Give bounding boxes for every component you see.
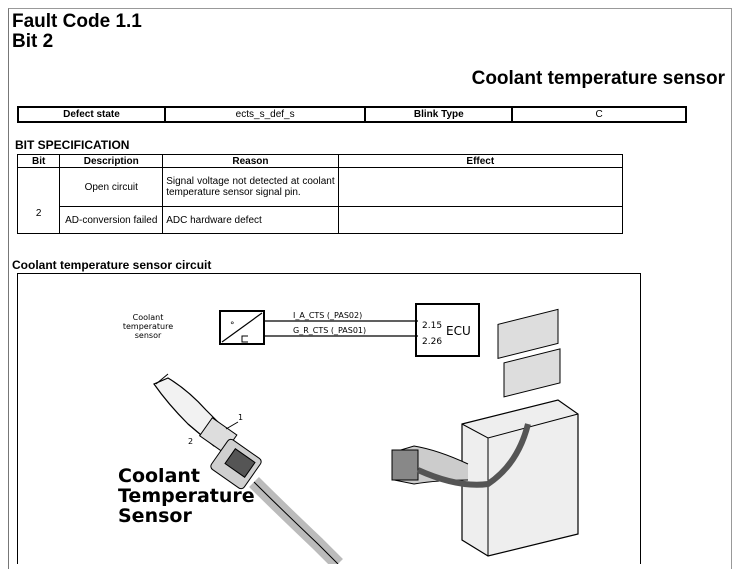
sensor-connector-drawing-icon [153,373,343,564]
wire-1-label: I_A_CTS (_PAS02) [293,311,362,320]
title-line-2: Bit 2 [12,31,54,52]
row-reason: Signal voltage not detected at coolant t… [162,167,339,207]
row-description: Open circuit [59,167,164,207]
circuit-figure: Coolant temperature sensor ° I_A_CTS (_P… [17,273,641,564]
title-line-1: Fault Code 1.1 [12,11,142,32]
row-effect [337,206,624,234]
col-bit: Bit [16,154,61,168]
sensor-label-3: sensor [135,331,162,340]
row-description: AD-conversion failed [59,206,164,234]
circuit-heading: Coolant temperature sensor circuit [12,258,212,272]
sensor-label-2: temperature [123,322,173,331]
svg-text:°: ° [230,321,235,331]
blink-type-label: Blink Type [364,106,514,123]
fault-code-title: Fault Code 1.1 Bit 2 [12,12,142,52]
bit-spec-heading: BIT SPECIFICATION [15,138,130,152]
callout-2: 2 [188,437,193,446]
sensor-label-1: Coolant [133,313,164,322]
table-row: 2 Open circuit Signal voltage not detect… [16,167,624,234]
wire-2-label: G_R_CTS (_PAS01) [293,326,366,335]
sensor-big-label-2: Temperature [118,485,255,507]
sensor-symbol-icon: ° [219,310,265,345]
row-reason: ADC hardware defect [162,206,339,234]
ecu-pin-2: 2.26 [422,337,442,347]
ecu-box [415,303,480,357]
col-effect: Effect [337,154,624,168]
table-row: AD-conversion failed ADC hardware defect [18,206,624,234]
ecu-drawing-icon [391,308,579,557]
row-effect [337,167,624,207]
sensor-big-label-1: Coolant [118,465,200,487]
circuit-diagram: Coolant temperature sensor ° I_A_CTS (_P… [118,303,579,564]
col-reason: Reason [162,154,339,168]
defect-state-table: Defect state ects_s_def_s Blink Type C [17,106,687,123]
component-title: Coolant temperature sensor [471,68,725,89]
sensor-big-label-3: Sensor [118,505,192,527]
col-description: Description [59,154,164,168]
blink-type-value: C [511,106,687,123]
callout-1: 1 [238,413,243,422]
bit-number: 2 [16,167,61,234]
document-page [8,8,732,569]
defect-state-label: Defect state [17,106,166,123]
bit-spec-table: Bit Description Reason Effect 2 Open cir… [16,154,624,234]
ecu-label: ECU [446,324,471,338]
defect-state-value: ects_s_def_s [163,106,367,123]
ecu-pin-1: 2.15 [422,321,442,331]
